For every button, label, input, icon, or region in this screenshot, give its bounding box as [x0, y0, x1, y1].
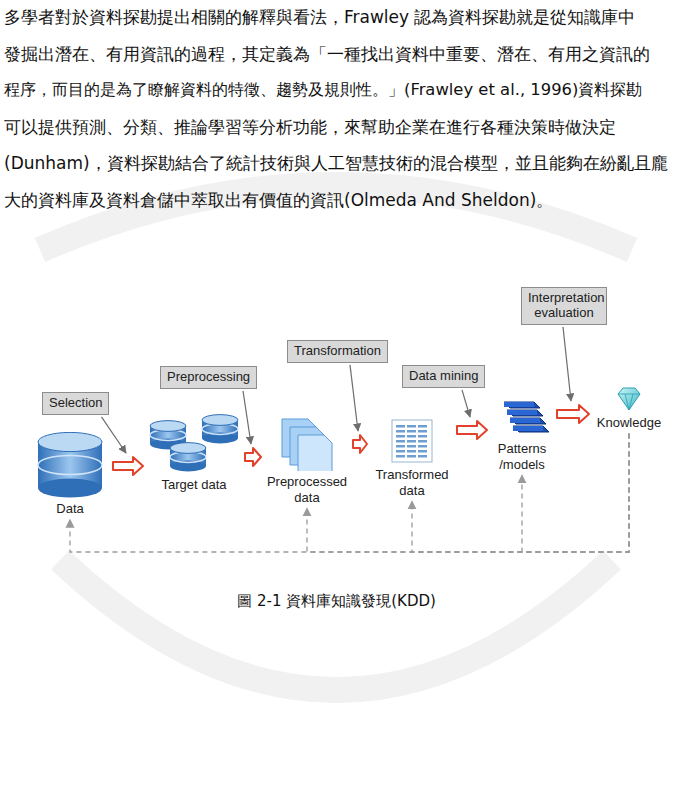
- body-text: (Dunham)，資料探勘結合了統計技術與人工智慧技術的混合模型，並且能夠在紛亂…: [4, 152, 668, 175]
- flow-arrow: [245, 448, 261, 466]
- body-text: 發掘出潛在、有用資訊的過程，其定義為「一種找出資料中重要、潛在、有用之資訊的: [4, 43, 650, 66]
- step-name: Preprocessing: [167, 370, 250, 385]
- flow-arrow: [557, 405, 589, 423]
- step-name: Interpretation evaluation: [528, 291, 600, 321]
- figure-caption: 圖 2-1 資料庫知識發現(KDD): [0, 592, 673, 611]
- stage-name: Patterns /models: [490, 441, 554, 472]
- step-name: Data mining: [409, 369, 478, 384]
- stage-name: Target data: [146, 477, 242, 493]
- gem-icon: [592, 386, 666, 412]
- stage-name: Data: [30, 501, 110, 517]
- leader-line: [101, 417, 126, 453]
- feedback-arrow: [307, 434, 629, 552]
- stage-item: Knowledge: [592, 386, 666, 431]
- step-label-box: Preprocessing: [160, 366, 257, 389]
- body-text: 可以提供預測、分類、推論學習等分析功能，來幫助企業在進行各種決策時做決定: [4, 116, 616, 139]
- leader-line: [243, 391, 251, 444]
- step-label-box: Transformation: [287, 340, 388, 363]
- feedback-arrow: [412, 434, 629, 552]
- doc-icon: [370, 418, 454, 464]
- body-text: 程序，而目的是為了瞭解資料的特徵、趨勢及規則性。」(Frawley et al.…: [4, 79, 642, 101]
- stage-item: Target data: [146, 412, 242, 493]
- step-name: Transformation: [294, 344, 381, 359]
- leader-line: [462, 390, 470, 417]
- stage-name: Knowledge: [592, 415, 666, 431]
- stage-name: Preprocessed data: [264, 474, 350, 505]
- step-name: Selection: [49, 396, 102, 411]
- step-label-box: Data mining: [402, 365, 485, 388]
- leader-line: [563, 327, 571, 401]
- step-label-box: Interpretation evaluation: [521, 287, 607, 325]
- flow-arrow: [353, 435, 367, 453]
- stage-item: Data: [30, 432, 110, 517]
- watermark-arc: [60, 560, 612, 690]
- leader-line: [350, 365, 358, 431]
- stage-name: Transformed data: [370, 467, 454, 498]
- stage-item: Patterns /models: [490, 398, 554, 472]
- body-text: 大的資料庫及資料倉儲中萃取出有價值的資訊(Olmeda And Sheldon)…: [4, 189, 553, 212]
- stage-item: Transformed data: [370, 418, 454, 498]
- feedback-arrow: [70, 434, 629, 552]
- step-label-box: Selection: [42, 392, 109, 415]
- db-icon: [30, 432, 110, 498]
- pages-icon: [264, 415, 350, 471]
- tri-icon: [146, 412, 242, 474]
- stack-icon: [490, 398, 554, 438]
- flow-arrow: [457, 421, 487, 439]
- flow-arrow: [113, 457, 143, 475]
- stage-item: Preprocessed data: [264, 415, 350, 505]
- body-text: 多學者對於資料探勘提出相關的解釋與看法，Frawley 認為資料探勘就是從知識庫…: [4, 6, 636, 29]
